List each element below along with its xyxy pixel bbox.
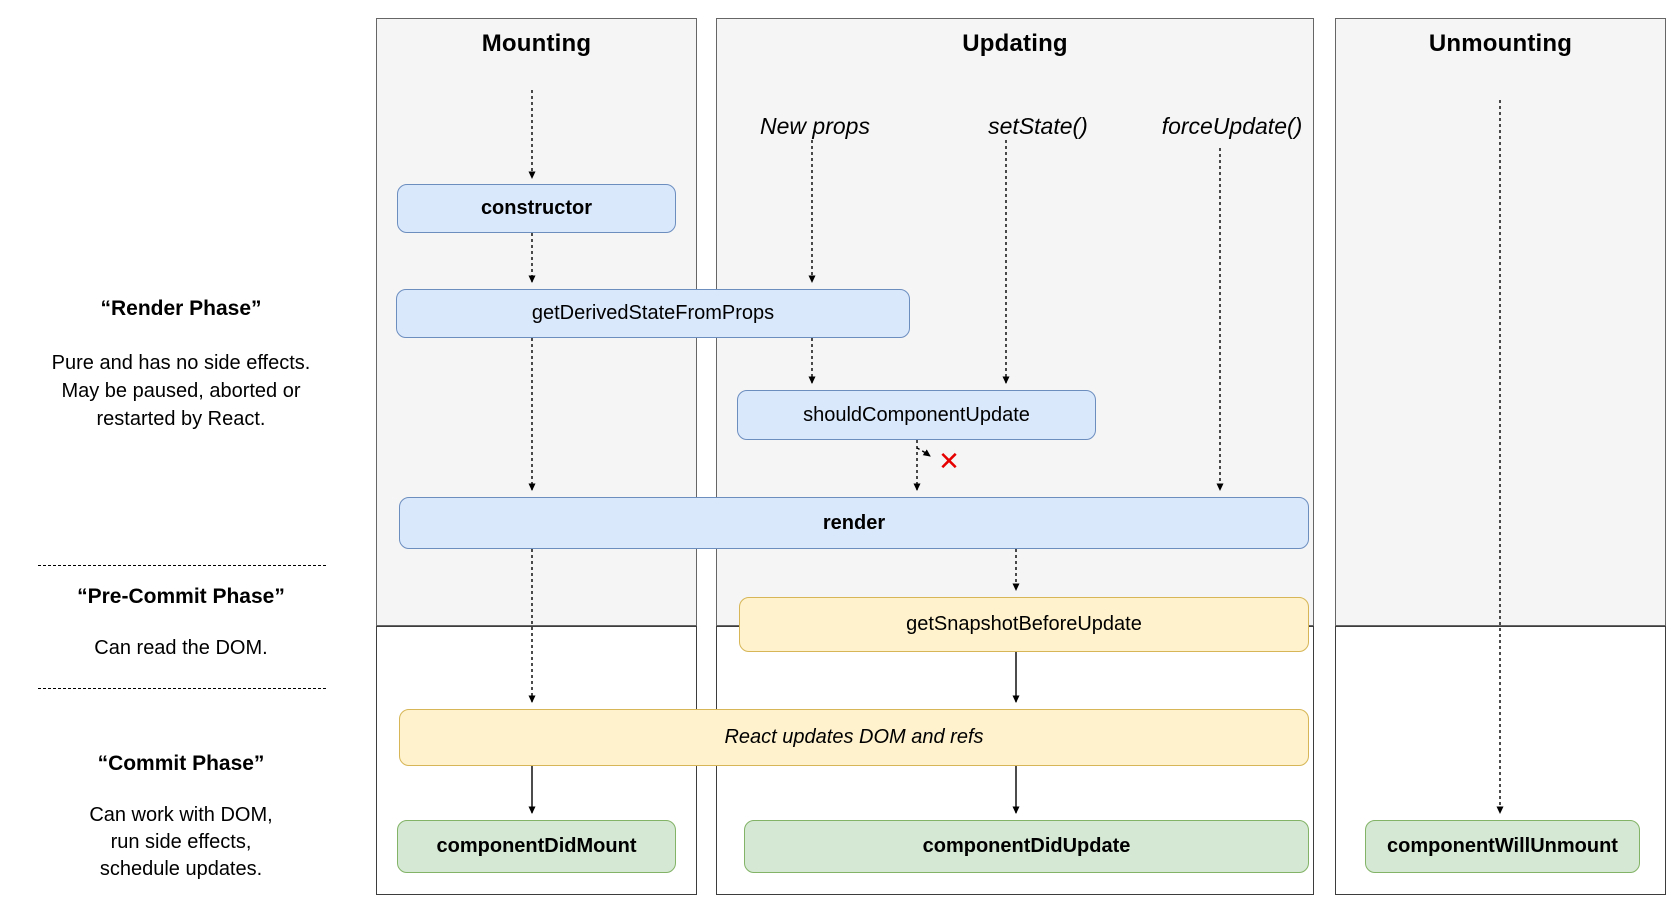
box-shouldcomponentupdate-label: shouldComponentUpdate (803, 403, 1030, 426)
commit-phase-desc-line: Can work with DOM, (89, 804, 273, 826)
box-componentwillunmount: componentWillUnmount (1365, 820, 1640, 873)
commit-phase-desc-line: run side effects, (110, 831, 252, 853)
arrow-shouldcomponentupdate-skip-branch (916, 447, 931, 457)
render-phase-desc-line: May be paused, aborted or (61, 380, 301, 402)
render-phase-title: “Render Phase” (100, 297, 262, 320)
box-getsnapshotbeforeupdate-label: getSnapshotBeforeUpdate (906, 613, 1142, 635)
commit-phase-title: “Commit Phase” (97, 752, 265, 775)
box-render-label: render (822, 511, 886, 534)
box-componentdidupdate: componentDidUpdate (744, 820, 1309, 873)
render-phase-desc-line: restarted by React. (96, 408, 266, 430)
box-componentdidupdate-label: componentDidUpdate (922, 835, 1131, 857)
box-getderivedstatefromprops-label: getDerivedStateFromProps (531, 302, 775, 324)
skip-render-x-icon: ✕ (938, 446, 960, 476)
box-shouldcomponentupdate: shouldComponentUpdate (737, 390, 1096, 440)
panel-title-updating: Updating (962, 30, 1068, 57)
box-react-updates-dom-label: React updates DOM and refs (724, 726, 984, 748)
pre-commit-phase-title: “Pre-Commit Phase” (77, 585, 285, 608)
pre-commit-phase-annotation: “Pre-Commit Phase” Can read the DOM. (6, 585, 356, 662)
box-componentdidmount-label: componentDidMount (436, 835, 637, 857)
box-getderivedstatefromprops: getDerivedStateFromProps (396, 289, 910, 338)
box-react-updates-dom: React updates DOM and refs (399, 709, 1309, 766)
phase-separator (38, 565, 326, 566)
commit-phase-desc-line: schedule updates. (99, 858, 263, 880)
box-constructor-label: constructor (480, 197, 593, 219)
panel-title-unmounting: Unmounting (1428, 30, 1573, 57)
trigger-new-props: New props (760, 113, 870, 139)
render-phase-desc-line: Pure and has no side effects. (51, 352, 311, 374)
box-componentwillunmount-label: componentWillUnmount (1387, 835, 1618, 857)
box-getsnapshotbeforeupdate: getSnapshotBeforeUpdate (739, 597, 1309, 652)
trigger-force-update: forceUpdate() (1161, 113, 1303, 139)
panel-title-mounting: Mounting (481, 30, 592, 57)
commit-phase-annotation: “Commit Phase” Can work with DOM, run si… (6, 752, 356, 883)
box-componentdidmount: componentDidMount (397, 820, 676, 873)
box-render: render (399, 497, 1309, 549)
trigger-set-state: setState() (988, 113, 1088, 139)
phase-separator (38, 688, 326, 689)
render-phase-annotation: “Render Phase” Pure and has no side effe… (6, 297, 356, 433)
box-constructor: constructor (397, 184, 676, 233)
pre-commit-phase-desc-line: Can read the DOM. (94, 637, 268, 659)
